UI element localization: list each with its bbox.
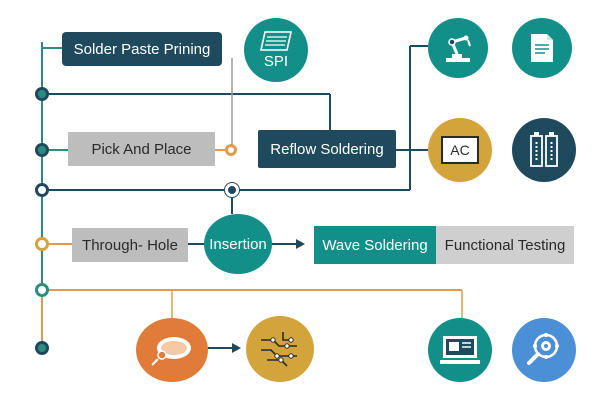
step-spi: SPI bbox=[244, 18, 308, 82]
spine-node bbox=[35, 237, 49, 251]
junction-node bbox=[225, 144, 237, 156]
circuit-board-circle bbox=[246, 316, 314, 382]
step-label: AC bbox=[450, 142, 470, 158]
step-label: Wave Soldering bbox=[322, 236, 428, 254]
spine-node bbox=[35, 183, 49, 197]
spine-node bbox=[35, 143, 49, 157]
step-functional-testing: Functional Testing bbox=[436, 226, 574, 264]
robot-arm-icon bbox=[446, 35, 471, 62]
circuit-board-icon bbox=[261, 332, 297, 367]
junction-node bbox=[225, 183, 239, 197]
spine-node bbox=[35, 341, 49, 355]
document-icon bbox=[260, 31, 292, 51]
ac-label-box: AC bbox=[441, 136, 479, 164]
step-label: Insertion bbox=[209, 235, 267, 253]
step-label: Solder Paste Prining bbox=[73, 40, 211, 58]
step-through-hole: Through- Hole bbox=[72, 228, 188, 262]
spine-node bbox=[35, 283, 49, 297]
step-label: Functional Testing bbox=[444, 236, 566, 254]
robot-arm-circle bbox=[428, 18, 488, 78]
probe-circle bbox=[136, 318, 208, 382]
computer-circle bbox=[428, 318, 492, 382]
gear-search-circle bbox=[512, 318, 576, 382]
step-label: SPI bbox=[263, 53, 289, 70]
battery-circle bbox=[512, 118, 576, 182]
spine-node bbox=[35, 87, 49, 101]
computer-monitor-icon bbox=[440, 336, 480, 364]
step-insertion: Insertion bbox=[204, 214, 272, 274]
battery-icon bbox=[530, 132, 558, 167]
step-pick-and-place: Pick And Place bbox=[68, 132, 215, 166]
step-ac: AC bbox=[428, 118, 492, 182]
clipboard-icon bbox=[531, 34, 553, 62]
step-label: Pick And Place bbox=[91, 140, 192, 158]
temperature-probe-icon bbox=[151, 337, 191, 366]
gear-search-icon bbox=[527, 333, 559, 365]
step-label: Reflow Soldering bbox=[270, 140, 384, 158]
step-wave-soldering: Wave Soldering bbox=[314, 226, 436, 264]
clipboard-circle bbox=[512, 18, 572, 78]
step-label: Through- Hole bbox=[82, 236, 178, 254]
step-reflow-soldering: Reflow Soldering bbox=[258, 130, 396, 168]
step-solder-paste-printing: Solder Paste Prining bbox=[62, 32, 222, 66]
